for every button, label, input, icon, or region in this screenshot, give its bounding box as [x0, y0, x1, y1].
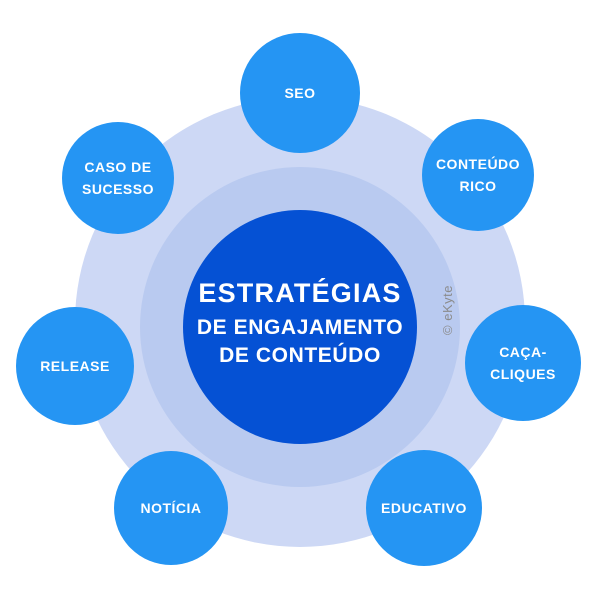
satellite-conteudo-rico: CONTEÚDO RICO: [422, 119, 534, 231]
satellite-caso-de-sucesso: CASO DE SUCESSO: [62, 122, 174, 234]
satellite-label: EDUCATIVO: [381, 500, 467, 516]
satellite-label: SEO: [284, 85, 316, 101]
satellite-label: RELEASE: [40, 358, 110, 374]
center-subtitle-1: DE ENGAJAMENTO: [196, 315, 404, 339]
satellite-label: RICO: [459, 178, 497, 194]
satellite-label: CONTEÚDO: [435, 156, 521, 172]
satellite-label: CASO DE: [84, 159, 152, 175]
satellite-label: CAÇA-: [499, 344, 547, 360]
satellite-seo: SEO: [240, 33, 360, 153]
center-subtitle-2: DE CONTEÚDO: [219, 343, 381, 367]
center-title: ESTRATÉGIAS: [198, 277, 402, 308]
watermark-ekyte: © eKyte: [440, 285, 455, 335]
satellite-educativo: EDUCATIVO: [366, 450, 482, 566]
satellite-label: SUCESSO: [82, 181, 154, 197]
satellite-release: RELEASE: [16, 307, 134, 425]
satellite-caca-cliques: CAÇA- CLIQUES: [465, 305, 581, 421]
satellite-label: NOTÍCIA: [140, 500, 202, 516]
satellite-noticia: NOTÍCIA: [114, 451, 228, 565]
satellite-label: CLIQUES: [490, 366, 556, 382]
center-topic-circle: ESTRATÉGIAS DE ENGAJAMENTO DE CONTEÚDO: [183, 210, 417, 444]
